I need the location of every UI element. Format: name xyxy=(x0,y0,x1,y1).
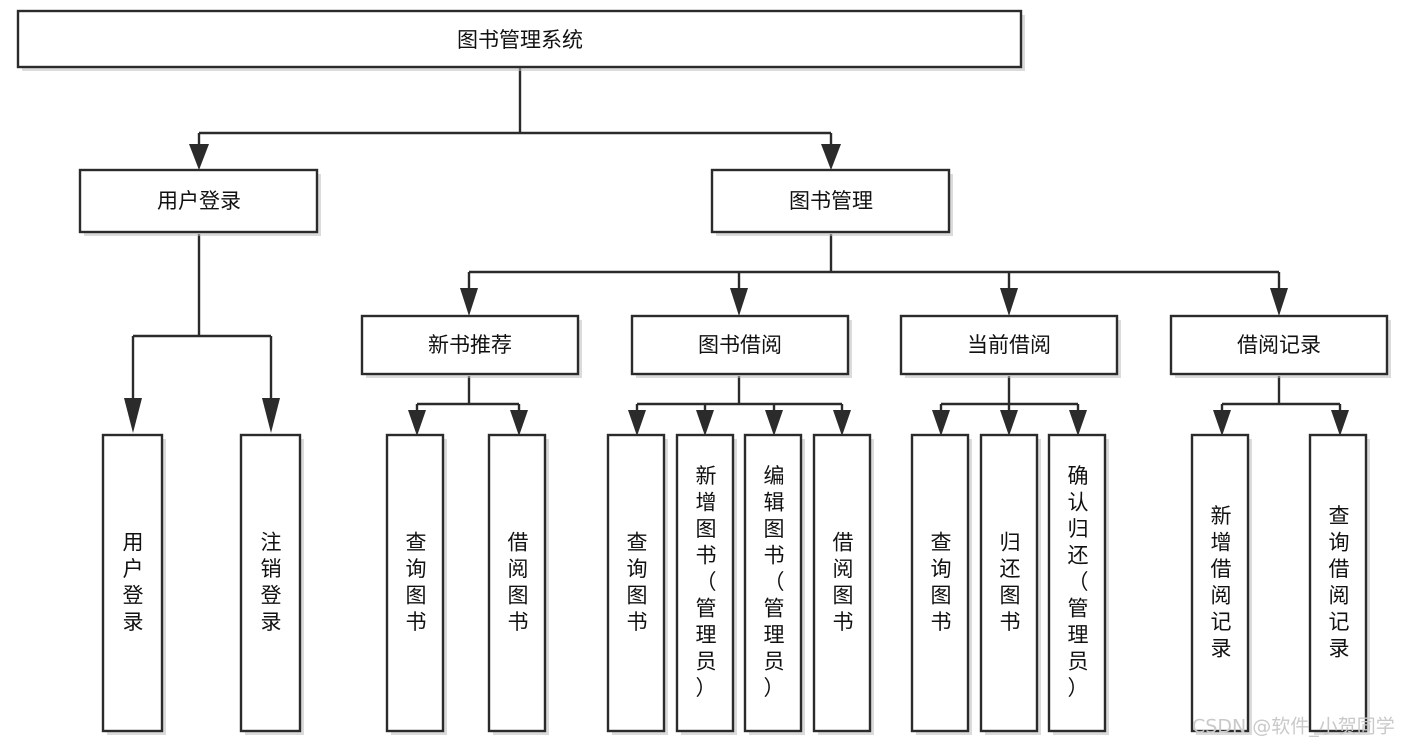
arrow-bookmgmt-to-record xyxy=(1270,288,1288,316)
arrow-userlogin-leaf-1 xyxy=(124,398,142,433)
arrow-root-to-userlogin xyxy=(189,144,209,170)
arrow-bookmgmt-to-new xyxy=(460,288,478,316)
leaf-new-book-2-label: 借阅图书 xyxy=(508,530,529,634)
node-root-box[interactable] xyxy=(16,9,1023,69)
node-root[interactable]: 图书管理系统 xyxy=(16,9,1025,71)
leaf-borrow-record-2[interactable]: 查询借阅记录 xyxy=(1308,433,1370,735)
arrow-current-leaf-2 xyxy=(1000,410,1018,436)
node-user-login-label: 用户登录 xyxy=(157,189,241,213)
node-current-borrow-box[interactable] xyxy=(899,314,1119,376)
node-new-book-recommend-label: 新书推荐 xyxy=(428,333,512,357)
leaf-new-book-1-label: 查询图书 xyxy=(406,530,427,634)
arrow-root-to-bookmgmt xyxy=(821,144,841,170)
leaf-user-login-2[interactable]: 注销登录 xyxy=(239,433,304,735)
leaf-book-borrow-3-box[interactable] xyxy=(743,433,803,733)
leaf-new-book-1-box[interactable] xyxy=(385,433,445,733)
arrow-borrow-leaf-1 xyxy=(628,410,646,436)
arrow-record-leaf-2 xyxy=(1331,410,1349,436)
leaf-current-borrow-2-box[interactable] xyxy=(979,433,1039,733)
leaf-user-login-1-box[interactable] xyxy=(101,433,164,733)
leaf-book-borrow-3-label: 编辑图书（管理员） xyxy=(764,464,785,700)
leaf-book-borrow-2[interactable]: 新增图书（管理员） xyxy=(675,433,737,735)
leaf-book-borrow-4-label: 借阅图书 xyxy=(833,530,854,634)
arrow-borrow-leaf-4 xyxy=(833,410,851,436)
connectors-group xyxy=(124,68,1349,436)
leaf-current-borrow-1[interactable]: 查询图书 xyxy=(910,433,972,735)
leaf-new-book-2-box[interactable] xyxy=(487,433,547,733)
arrow-userlogin-leaf-2 xyxy=(262,398,280,433)
leaf-borrow-record-1-label: 新增借阅记录 xyxy=(1211,504,1232,661)
node-borrow-record-box[interactable] xyxy=(1169,314,1389,376)
leaf-book-borrow-1[interactable]: 查询图书 xyxy=(606,433,668,735)
leaf-borrow-record-2-box[interactable] xyxy=(1308,433,1368,733)
node-current-borrow[interactable]: 当前借阅 xyxy=(899,314,1121,378)
node-book-management-label: 图书管理 xyxy=(789,189,873,213)
node-book-borrow-label: 图书借阅 xyxy=(698,333,782,357)
node-book-borrow[interactable]: 图书借阅 xyxy=(630,314,852,378)
leaf-book-borrow-3[interactable]: 编辑图书（管理员） xyxy=(743,433,805,735)
arrow-current-leaf-1 xyxy=(932,410,950,436)
leaf-book-borrow-4[interactable]: 借阅图书 xyxy=(812,433,874,735)
arrow-borrow-leaf-2 xyxy=(696,410,714,436)
node-new-book-recommend[interactable]: 新书推荐 xyxy=(360,314,582,378)
node-new-book-recommend-box[interactable] xyxy=(360,314,580,376)
leaf-new-book-2[interactable]: 借阅图书 xyxy=(487,433,549,735)
arrow-bookmgmt-to-borrow xyxy=(730,288,748,316)
leaf-current-borrow-3-label: 确认归还（管理员） xyxy=(1068,464,1089,700)
arrow-bookmgmt-to-current xyxy=(1000,288,1018,316)
leaf-book-borrow-4-box[interactable] xyxy=(812,433,872,733)
leaf-borrow-record-1[interactable]: 新增借阅记录 xyxy=(1190,433,1252,735)
leaf-current-borrow-3-box[interactable] xyxy=(1047,433,1107,733)
node-user-login[interactable]: 用户登录 xyxy=(78,168,321,236)
leaf-user-login-1-label: 用户登录 xyxy=(123,530,144,634)
leaf-user-login-2-label: 注销登录 xyxy=(261,530,282,634)
leaf-book-borrow-1-box[interactable] xyxy=(606,433,666,733)
leaf-borrow-record-1-box[interactable] xyxy=(1190,433,1250,733)
arrow-current-leaf-3 xyxy=(1069,410,1087,436)
leaf-book-borrow-2-box[interactable] xyxy=(675,433,735,733)
arrow-newbook-leaf-1 xyxy=(408,410,426,436)
node-book-management[interactable]: 图书管理 xyxy=(710,168,953,236)
arrow-newbook-leaf-2 xyxy=(510,410,528,436)
node-book-borrow-box[interactable] xyxy=(630,314,850,376)
leaf-current-borrow-1-label: 查询图书 xyxy=(931,530,952,634)
leaf-borrow-record-2-label: 查询借阅记录 xyxy=(1329,504,1350,661)
node-user-login-box[interactable] xyxy=(78,168,319,234)
leaf-user-login-2-box[interactable] xyxy=(239,433,302,733)
node-root-label: 图书管理系统 xyxy=(457,28,583,52)
leaf-current-borrow-1-box[interactable] xyxy=(910,433,970,733)
leaf-new-book-1[interactable]: 查询图书 xyxy=(385,433,447,735)
leaf-book-borrow-2-label: 新增图书（管理员） xyxy=(696,464,717,700)
leaf-current-borrow-2[interactable]: 归还图书 xyxy=(979,433,1041,735)
leaf-user-login-1[interactable]: 用户登录 xyxy=(101,433,166,735)
node-book-management-box[interactable] xyxy=(710,168,951,234)
leaf-current-borrow-3[interactable]: 确认归还（管理员） xyxy=(1047,433,1109,735)
node-borrow-record[interactable]: 借阅记录 xyxy=(1169,314,1391,378)
csdn-watermark: CSDN @软件_小贺同学 xyxy=(1192,716,1395,738)
leaf-current-borrow-2-label: 归还图书 xyxy=(1000,530,1021,634)
leaf-book-borrow-1-label: 查询图书 xyxy=(627,530,648,634)
arrow-borrow-leaf-3 xyxy=(765,410,783,436)
node-borrow-record-label: 借阅记录 xyxy=(1237,333,1321,357)
arrow-record-leaf-1 xyxy=(1213,410,1231,436)
node-current-borrow-label: 当前借阅 xyxy=(967,333,1051,357)
